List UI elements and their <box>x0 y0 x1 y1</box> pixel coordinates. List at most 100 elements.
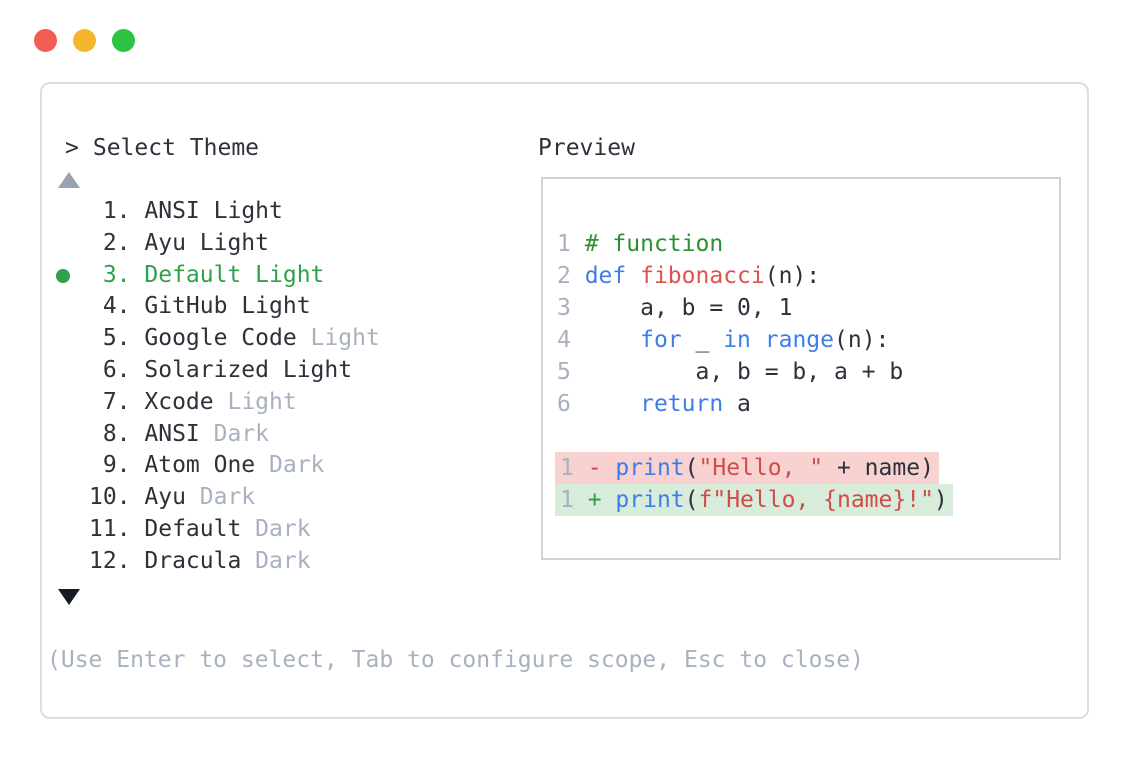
code-token: in <box>723 327 751 353</box>
window-controls <box>34 29 135 52</box>
code-token: ( <box>684 487 699 513</box>
theme-item-name: ANSI <box>130 420 200 447</box>
line-number: 1 <box>557 231 585 257</box>
theme-list-item-google-code-light[interactable]: 5. Google Code Light <box>42 323 380 355</box>
code-token: a <box>723 391 751 417</box>
theme-item-number: 5. <box>102 325 131 352</box>
theme-list-item-ayu-dark[interactable]: 10. Ayu Dark <box>42 482 380 514</box>
code-token <box>585 327 640 353</box>
theme-list-item-ayu-light[interactable]: 2. Ayu Light <box>42 228 380 260</box>
theme-list-item-dracula-dark[interactable]: 12. Dracula Dark <box>42 546 380 578</box>
blank-line <box>557 420 953 452</box>
theme-item-name: Solarized <box>130 356 270 383</box>
page-title: Select Theme <box>92 135 260 161</box>
theme-item-name: Default <box>130 261 242 288</box>
theme-item-number: 6. <box>102 356 131 383</box>
code-token: "Hello, " <box>698 455 824 481</box>
theme-item-variant: Dark <box>255 452 325 479</box>
code-token: ( <box>684 455 699 481</box>
theme-list-item-solarized-light[interactable]: 6. Solarized Light <box>42 355 380 387</box>
code-token: f"Hello, {name}!" <box>698 487 934 513</box>
code-token: range <box>764 327 834 353</box>
theme-item-name: GitHub <box>130 293 228 320</box>
code-line: 1 # function <box>557 228 953 260</box>
theme-item-number: 3. <box>102 261 131 288</box>
code-token <box>585 391 640 417</box>
code-line: 2 def fibonacci(n): <box>557 260 953 292</box>
scroll-down-icon[interactable] <box>58 589 80 605</box>
theme-item-variant: Light <box>213 388 297 415</box>
line-number: 4 <box>557 327 585 353</box>
selected-theme-dot-icon <box>56 268 70 283</box>
theme-item-variant: Light <box>269 356 353 383</box>
code-token: return <box>640 391 724 417</box>
code-token: print <box>615 487 685 513</box>
theme-item-name: Xcode <box>130 388 214 415</box>
theme-item-number: 4. <box>102 293 131 320</box>
theme-list-item-default-light[interactable]: 3. Default Light <box>42 260 380 292</box>
scroll-up-icon[interactable] <box>58 172 80 188</box>
preview-title: Preview <box>538 135 635 161</box>
code-token: def <box>584 263 627 289</box>
theme-list-item-xcode-light[interactable]: 7. Xcode Light <box>42 387 380 419</box>
theme-list-item-atom-one-dark[interactable]: 9. Atom One Dark <box>42 450 380 482</box>
minimize-button[interactable] <box>73 29 96 52</box>
theme-list-item-ansi-light[interactable]: 1. ANSI Light <box>42 196 380 228</box>
close-button[interactable] <box>34 29 57 52</box>
code-token <box>751 327 765 353</box>
zoom-button[interactable] <box>112 29 135 52</box>
theme-item-name: Atom One <box>130 452 256 479</box>
code-token: fibonacci <box>640 263 765 289</box>
theme-item-name: Ayu <box>130 229 186 256</box>
theme-item-variant: Light <box>296 325 380 352</box>
theme-item-number: 7. <box>102 388 131 415</box>
theme-item-variant: Dark <box>241 547 311 574</box>
theme-list-item-ansi-dark[interactable]: 8. ANSI Dark <box>42 419 380 451</box>
theme-item-variant: Light <box>199 198 283 224</box>
diff-line-added: 1 + print(f"Hello, {name}!") <box>555 484 953 516</box>
theme-item-number: 9. <box>102 452 131 479</box>
theme-item-name: Default <box>130 515 242 542</box>
theme-item-number: 8. <box>102 420 131 447</box>
theme-item-variant: Dark <box>241 515 311 542</box>
code-token: print <box>615 455 685 481</box>
theme-item-variant: Light <box>241 261 325 288</box>
theme-item-name: Dracula <box>130 547 242 574</box>
code-token <box>626 263 640 289</box>
line-number: 1 <box>560 455 574 481</box>
code-token: a, b = 0, 1 <box>584 295 793 321</box>
code-line: 5 a, b = b, a + b <box>557 356 953 388</box>
code-token: for <box>640 327 682 353</box>
line-number: 1 <box>560 487 574 513</box>
code-line: 6 return a <box>557 388 953 420</box>
prompt-caret: > <box>65 135 79 161</box>
code-line: 4 for _ in range(n): <box>557 324 953 356</box>
code-token: (n): <box>834 327 890 353</box>
code-line: 3 a, b = 0, 1 <box>557 292 953 324</box>
theme-item-variant: Light <box>227 293 311 320</box>
line-number: 6 <box>557 391 585 417</box>
line-number: 3 <box>557 295 585 321</box>
theme-item-number: 1. <box>102 198 131 224</box>
diff-sign: - <box>573 455 616 481</box>
code-token: a, b = b, a + b <box>584 359 904 385</box>
theme-item-variant: Dark <box>185 484 256 511</box>
theme-item-number: 11. <box>89 515 131 542</box>
prompt-line: > Select Theme <box>65 132 259 164</box>
theme-item-name: Google Code <box>130 325 297 352</box>
theme-item-variant: Dark <box>199 420 270 447</box>
diff-line-removed: 1 - print("Hello, " + name) <box>555 452 939 484</box>
theme-item-name: ANSI <box>130 198 200 224</box>
code-token: + name) <box>823 455 934 481</box>
diff-sign: + <box>573 487 616 513</box>
theme-list-item-default-dark[interactable]: 11. Default Dark <box>42 514 380 546</box>
line-number: 5 <box>557 359 585 385</box>
theme-item-name: Ayu <box>130 484 186 511</box>
theme-item-variant: Light <box>185 229 270 256</box>
theme-list-item-github-light[interactable]: 4. GitHub Light <box>42 291 380 323</box>
code-token: ) <box>933 487 948 513</box>
